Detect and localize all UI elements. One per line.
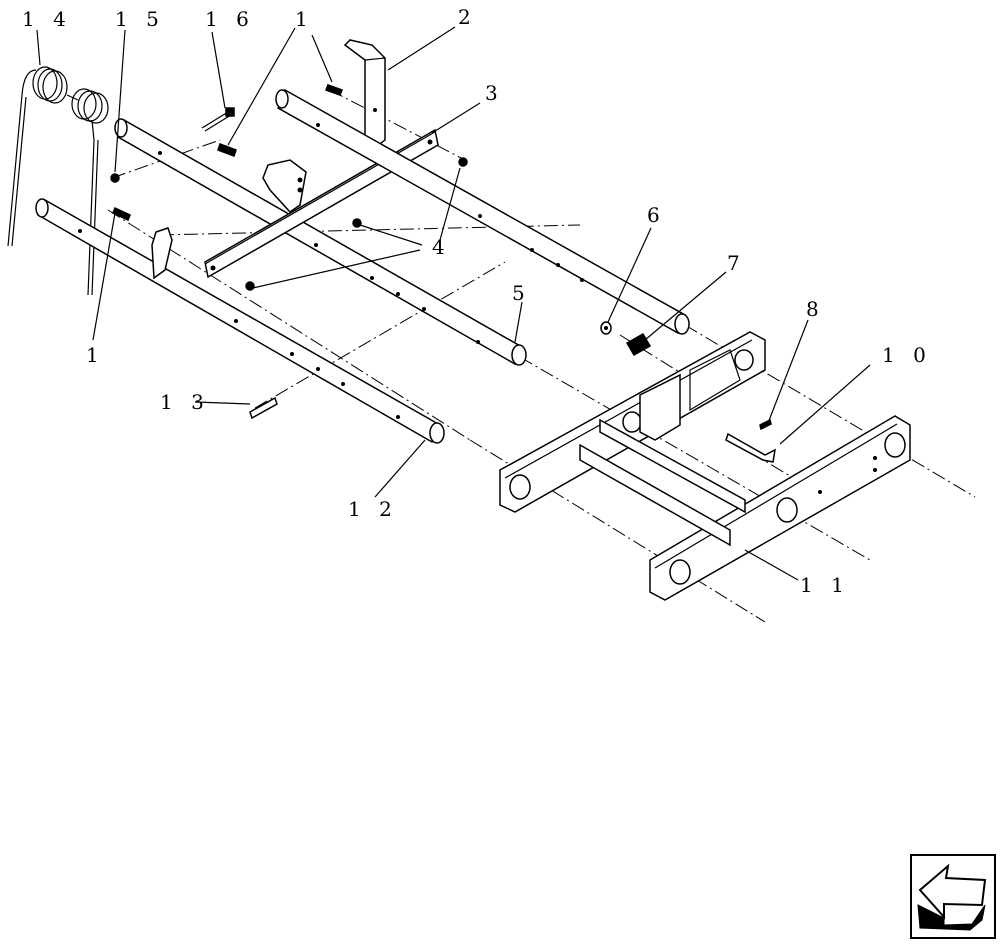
channel-frame-part-11 xyxy=(499,331,911,601)
callout-labels: 1 4 1 5 1 6 1 2 3 4 6 7 5 8 1 0 1 1 3 1 … xyxy=(22,5,932,597)
callout-6: 6 xyxy=(647,203,666,227)
callout-16: 1 6 xyxy=(205,7,255,31)
callout-5: 5 xyxy=(512,281,531,305)
callout-11: 1 1 xyxy=(800,573,850,597)
tube-part-12 xyxy=(35,198,445,444)
callout-15: 1 5 xyxy=(115,7,165,31)
callout-1-left: 1 xyxy=(86,343,105,367)
tube-rear xyxy=(275,88,690,335)
previous-page-arrow-icon[interactable] xyxy=(910,854,996,939)
fasteners xyxy=(110,84,776,463)
bracket-part-2 xyxy=(343,39,386,151)
callout-2: 2 xyxy=(458,5,477,29)
callout-12: 1 2 xyxy=(348,497,398,521)
tube-part-5 xyxy=(114,118,527,366)
leader-lines xyxy=(36,26,871,581)
spring-tine-part-14 xyxy=(7,66,109,296)
callout-13: 1 3 xyxy=(160,390,210,414)
callout-7: 7 xyxy=(727,251,746,275)
callout-1-top: 1 xyxy=(295,7,314,31)
callout-14: 1 4 xyxy=(22,7,72,31)
callout-3: 3 xyxy=(485,81,504,105)
callout-10: 1 0 xyxy=(882,343,932,367)
callout-8: 8 xyxy=(806,297,825,321)
assembly-centerlines xyxy=(107,89,976,623)
callout-4: 4 xyxy=(432,235,451,259)
